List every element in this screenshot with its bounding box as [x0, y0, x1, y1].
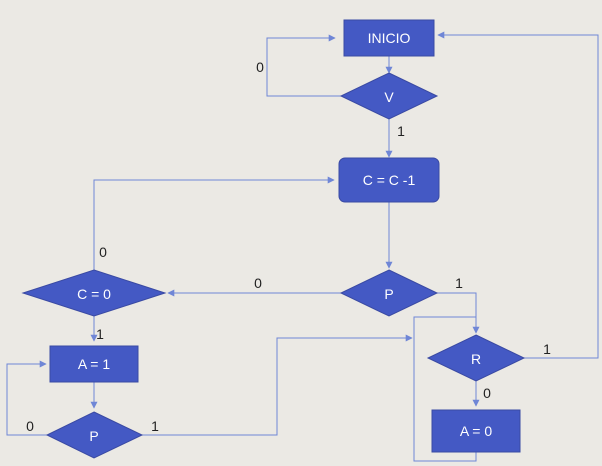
node-c-minus: C = C -1	[338, 157, 440, 203]
svg-text:A = 0: A = 0	[460, 423, 493, 439]
label-v-false: 0	[256, 59, 264, 75]
edge-labels: 0 1 0 1 0 1 1 0 0 1	[26, 59, 551, 434]
edge-v-false-to-inicio	[266, 34, 341, 97]
label-ptop-true: 1	[455, 275, 463, 291]
node-c-zero: C = 0	[21, 269, 167, 317]
svg-text:C = 0: C = 0	[77, 286, 111, 302]
svg-text:C = C -1: C = C -1	[363, 172, 416, 188]
node-p-bottom: P	[45, 411, 144, 459]
svg-text:R: R	[471, 351, 481, 367]
edge-pbottom-false-to-aone	[6, 360, 47, 436]
node-a-one: A = 1	[49, 345, 139, 383]
svg-text:P: P	[384, 286, 393, 302]
node-v: V	[339, 72, 439, 120]
nodes: INICIO V C = C -1 P C = 0 A = 1 P	[21, 19, 526, 459]
label-pbottom-false: 0	[26, 418, 34, 434]
node-r: R	[426, 334, 526, 382]
label-czero-true: 1	[96, 326, 104, 342]
label-pbottom-true: 1	[151, 418, 159, 434]
svg-text:V: V	[384, 89, 394, 105]
svg-text:P: P	[89, 428, 98, 444]
label-r-true: 1	[543, 341, 551, 357]
label-v-true: 1	[397, 123, 405, 139]
edge-czero-false-to-cminus	[93, 176, 335, 270]
label-ptop-false: 0	[254, 275, 262, 291]
edge-r-true-to-inicio	[437, 31, 599, 359]
node-a-zero: A = 0	[431, 409, 521, 453]
label-czero-false: 0	[99, 244, 107, 260]
svg-text:INICIO: INICIO	[368, 30, 411, 46]
edge-azero-loop-to-r	[413, 316, 477, 462]
node-inicio: INICIO	[343, 19, 435, 57]
label-r-false: 0	[483, 385, 491, 401]
edge-pbottom-true-to-r	[142, 334, 413, 436]
node-p-top: P	[339, 269, 439, 317]
edge-ptop-true-to-r	[437, 292, 480, 334]
edges	[6, 31, 599, 462]
svg-text:A = 1: A = 1	[78, 356, 111, 372]
